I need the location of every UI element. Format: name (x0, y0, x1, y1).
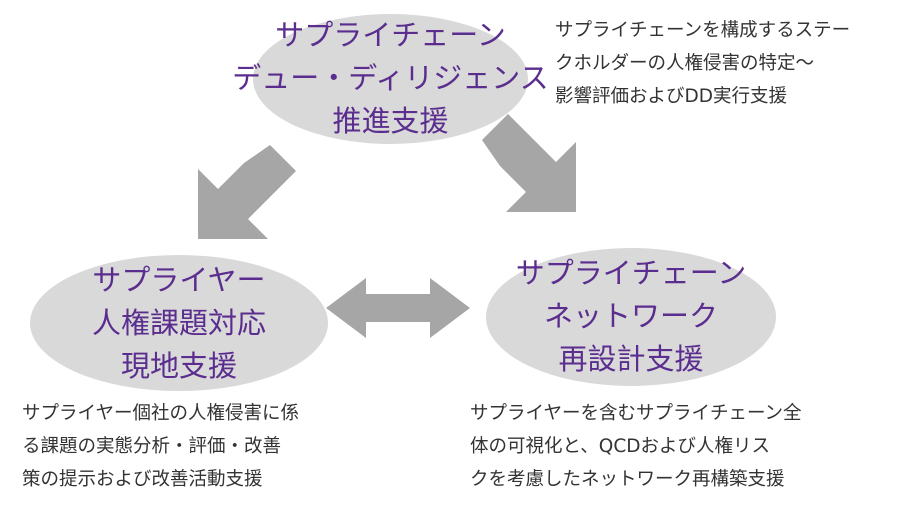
node-right-title: サプライチェーン ネットワーク 再設計支援 (476, 248, 786, 384)
arrow-left-right-bidirectional (326, 278, 470, 338)
node-top-title-line-2: デュー・ディリジェンス (232, 60, 549, 95)
node-right-desc-line-3: クを考慮したネットワーク再構築支援 (470, 469, 785, 490)
node-right-title-line-2: ネットワーク (543, 298, 718, 333)
node-top-title-line-1: サプライチェーン (275, 17, 506, 52)
node-top-title-line-3: 推進支援 (332, 103, 449, 138)
node-right-description: サプライヤーを含むサプライチェーン全 体の可視化と、QCDおよび人権リス クを考… (470, 397, 802, 496)
node-left-title-line-2: 人権課題対応 (91, 305, 266, 340)
node-top-description: サプライチェーンを構成するステー クホルダーの人権侵害の特定～ 影響評価およびD… (555, 14, 850, 113)
node-right-desc-line-2: 体の可視化と、QCDおよび人権リス (470, 436, 770, 457)
node-top-desc-line-3: 影響評価およびDD実行支援 (555, 86, 787, 107)
node-top-title: サプライチェーン デュー・ディリジェンス 推進支援 (223, 12, 558, 144)
node-left-desc-line-1: サプライヤー個社の人権侵害に係 (22, 403, 299, 424)
node-right-title-line-3: 再設計支援 (558, 341, 704, 376)
node-top-desc-line-1: サプライチェーンを構成するステー (555, 20, 851, 41)
node-top-ellipse (253, 14, 528, 144)
node-left-title-line-3: 現地支援 (120, 348, 237, 383)
node-left-title: サプライヤー 人権課題対応 現地支援 (30, 257, 328, 389)
arrow-top-to-left (198, 145, 296, 239)
node-top-desc-line-2: クホルダーの人権侵害の特定～ (555, 53, 815, 74)
node-left-ellipse (30, 255, 328, 391)
node-right-desc-line-1: サプライヤーを含むサプライチェーン全 (470, 403, 802, 424)
node-left-title-line-1: サプライヤー (92, 262, 266, 297)
node-left-description: サプライヤー個社の人権侵害に係 る課題の実態分析・評価・改善 策の提示および改善… (22, 397, 299, 496)
node-left-desc-line-2: る課題の実態分析・評価・改善 (22, 436, 282, 457)
node-right-ellipse (486, 248, 776, 386)
node-right-title-line-1: サプライチェーン (515, 255, 747, 290)
arrow-top-to-right (482, 114, 576, 212)
node-left-desc-line-3: 策の提示および改善活動支援 (22, 469, 263, 490)
